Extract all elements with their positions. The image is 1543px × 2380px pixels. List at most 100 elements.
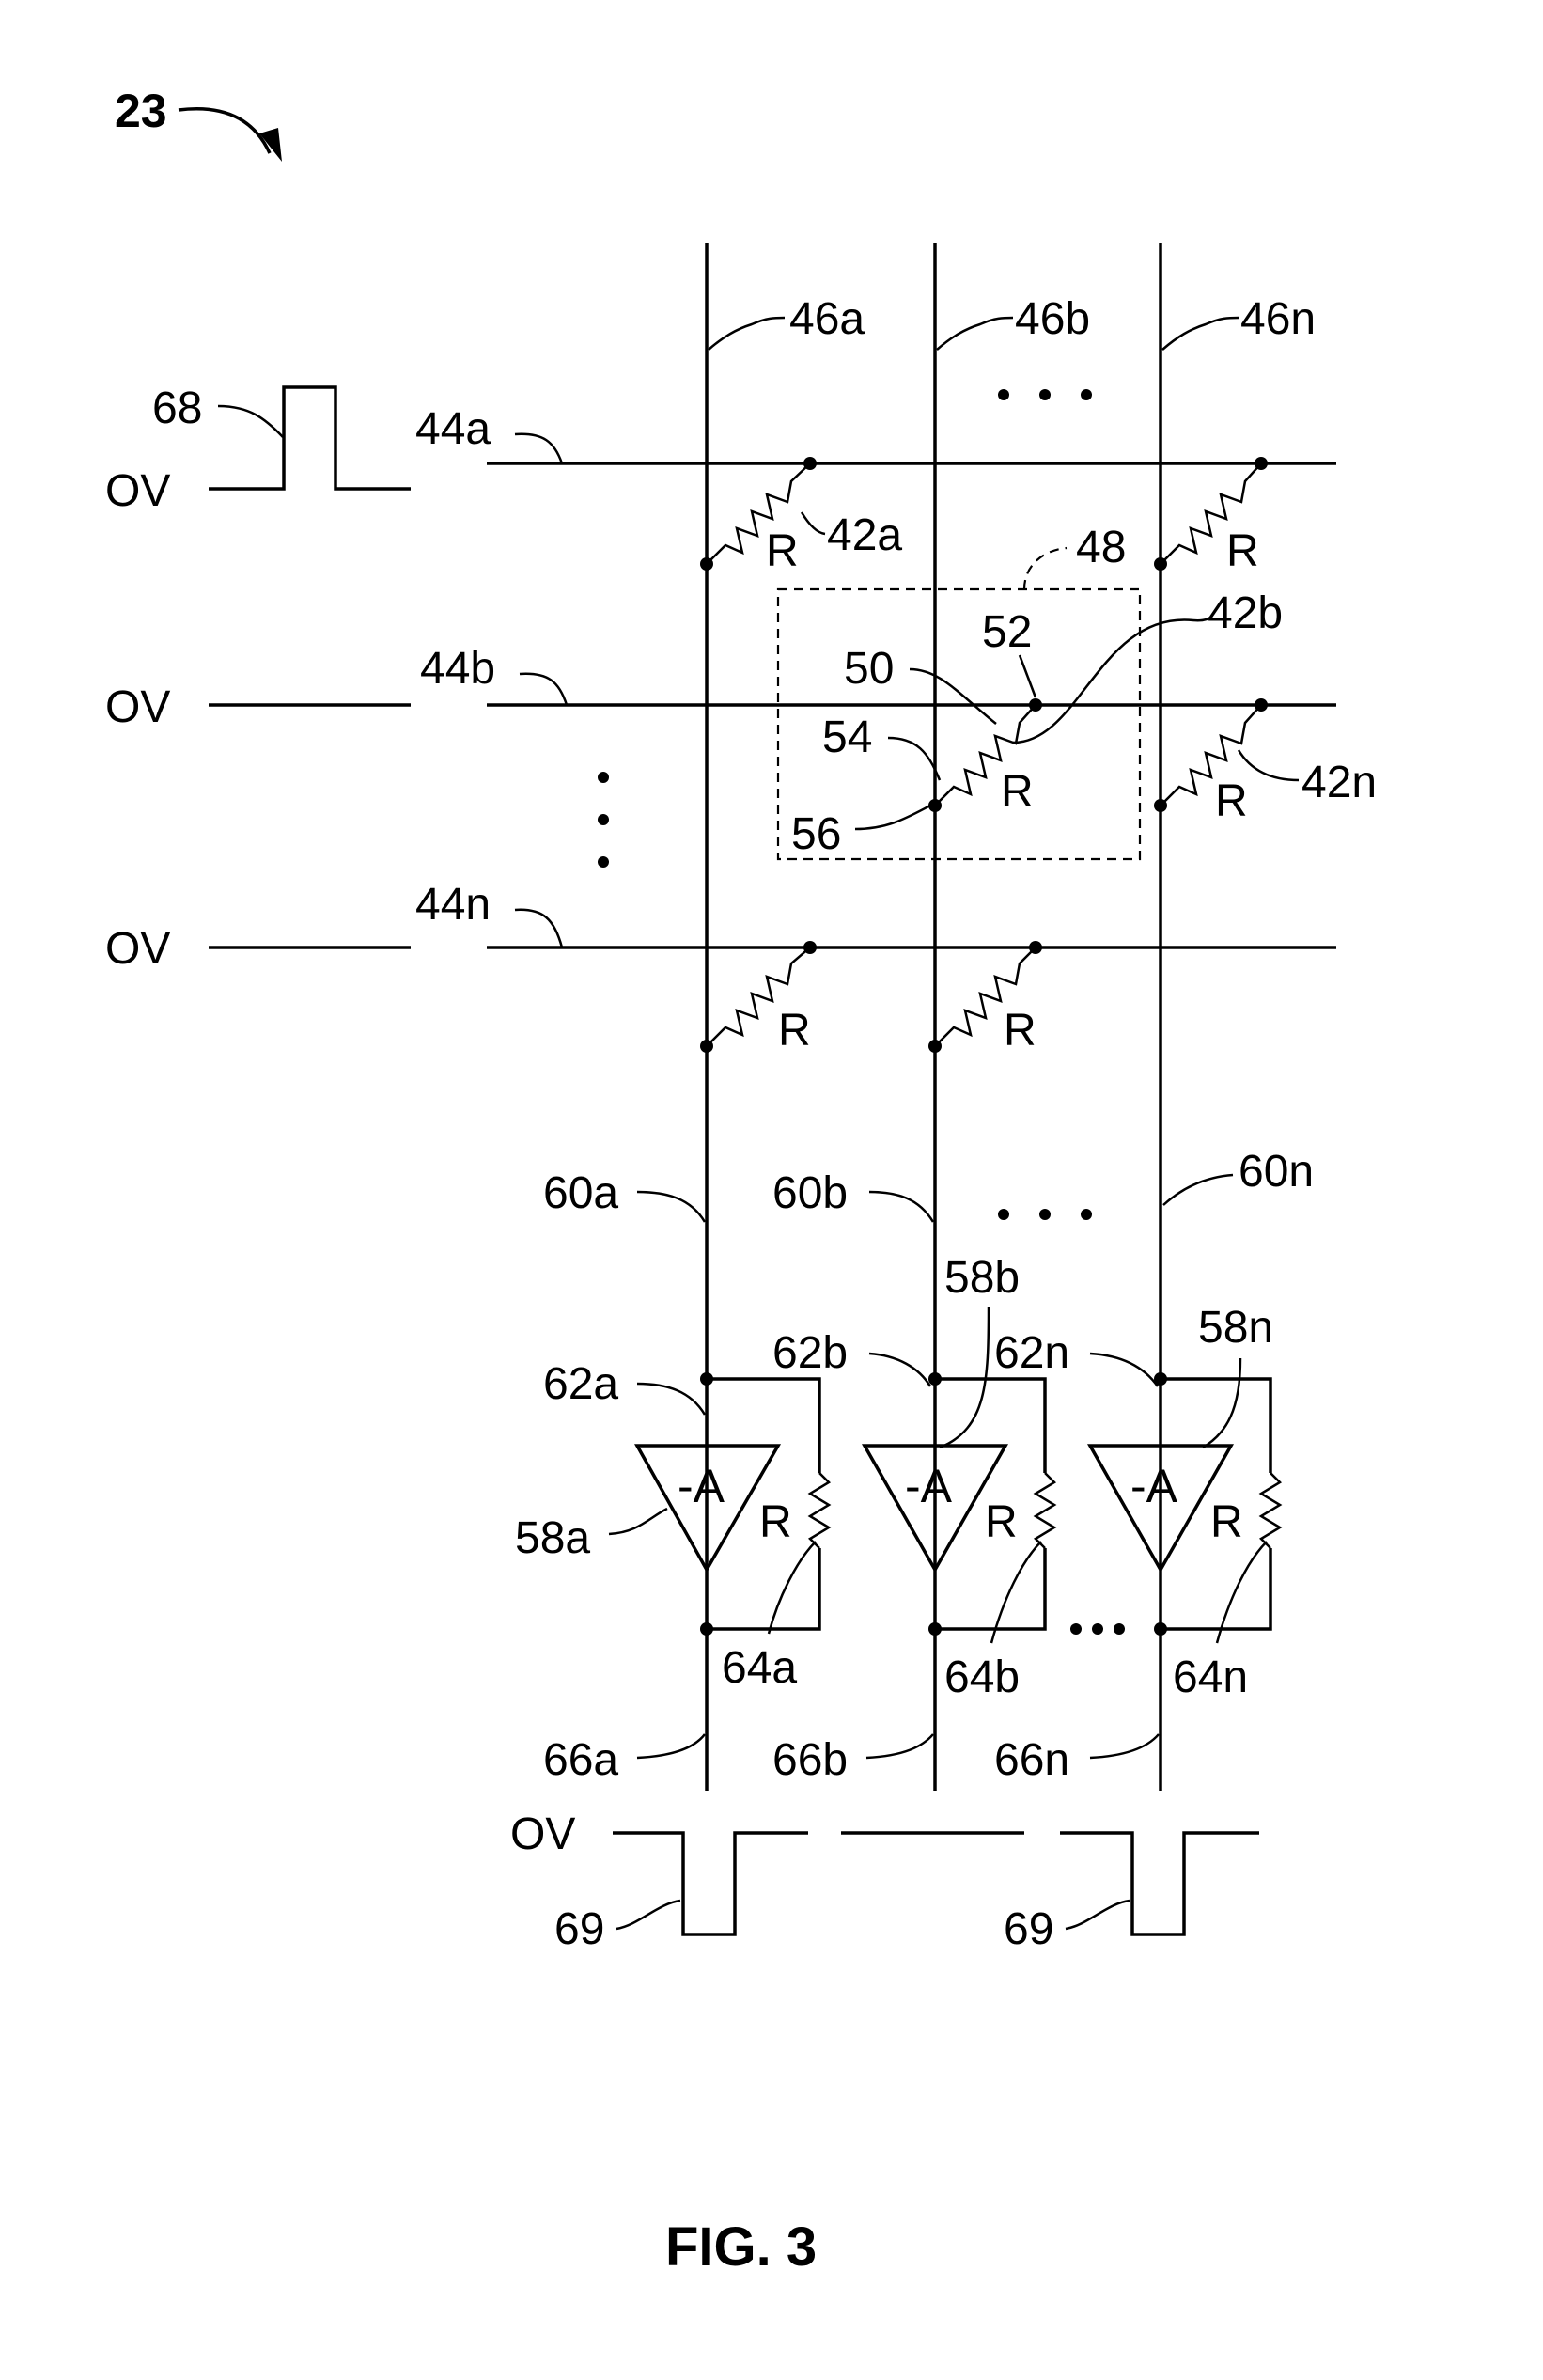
leader-50 xyxy=(910,669,996,724)
leader-62n xyxy=(1090,1354,1158,1386)
column-ellipsis-dot xyxy=(1039,389,1051,400)
stage-ellipsis-dot xyxy=(1092,1623,1103,1635)
input-pulse-68 xyxy=(209,387,411,489)
leader-68 xyxy=(218,406,283,437)
leader-42b xyxy=(1013,616,1212,743)
leader-60a xyxy=(637,1192,705,1222)
resistor-label: R xyxy=(1215,776,1248,826)
label-56: 56 xyxy=(791,809,841,859)
label-46a: 46a xyxy=(789,294,865,344)
voltage-label-row-b: OV xyxy=(105,682,170,732)
row-ellipsis-dot xyxy=(598,772,609,783)
label-62a: 62a xyxy=(543,1359,618,1409)
voltage-label-row-n: OV xyxy=(105,924,170,974)
resistor-label: R xyxy=(1210,1497,1243,1547)
leader-44n xyxy=(515,910,562,947)
leader-48 xyxy=(1024,548,1067,589)
figure-id-arrow xyxy=(179,109,270,153)
feedback-loop-n xyxy=(1161,1379,1270,1473)
amplifier-symbol: -A xyxy=(1130,1460,1178,1512)
column-ellipsis-dot xyxy=(1039,1209,1051,1220)
label-60b: 60b xyxy=(772,1168,848,1218)
leader-56 xyxy=(855,806,930,829)
label-52: 52 xyxy=(982,607,1032,657)
junction-dot xyxy=(1154,1622,1167,1636)
label-68: 68 xyxy=(152,384,202,433)
leader-44a xyxy=(515,434,562,463)
leader-62a xyxy=(637,1384,705,1415)
leader-64a xyxy=(769,1542,816,1634)
figure-caption: FIG. 3 xyxy=(665,2216,817,2278)
resistor-label: R xyxy=(1001,767,1034,817)
leader-54 xyxy=(888,738,940,780)
leader-58n xyxy=(1203,1358,1240,1448)
leader-42a xyxy=(802,512,825,534)
label-62n: 62n xyxy=(994,1328,1069,1378)
resistor-label: R xyxy=(766,526,799,576)
resistor-label: R xyxy=(1004,1006,1036,1056)
label-62b: 62b xyxy=(772,1328,848,1378)
leader-52 xyxy=(1020,655,1036,697)
label-46b: 46b xyxy=(1015,294,1090,344)
label-42b: 42b xyxy=(1208,588,1283,638)
resistor-label: R xyxy=(759,1497,792,1547)
figure-id-label: 23 xyxy=(115,85,167,137)
feedback-resistor-n xyxy=(1261,1473,1280,1548)
label-48: 48 xyxy=(1076,523,1126,572)
feedback-loop-b xyxy=(935,1379,1045,1473)
label-42n: 42n xyxy=(1301,758,1377,807)
column-ellipsis-dot xyxy=(1081,1209,1092,1220)
label-44n: 44n xyxy=(415,880,491,930)
column-ellipsis-dot xyxy=(1081,389,1092,400)
label-50: 50 xyxy=(844,644,894,694)
resistor-label: R xyxy=(778,1006,811,1056)
column-ellipsis-dot xyxy=(998,389,1009,400)
label-66a: 66a xyxy=(543,1735,618,1785)
amplifier-symbol: -A xyxy=(678,1460,725,1512)
leader-58a xyxy=(609,1509,667,1534)
leader-60b xyxy=(869,1192,933,1222)
feedback-loop-b-bottom xyxy=(935,1548,1045,1629)
label-58a: 58a xyxy=(515,1513,590,1563)
leader-46n xyxy=(1162,318,1239,350)
voltage-label-output: OV xyxy=(510,1809,575,1859)
label-54: 54 xyxy=(822,712,872,762)
feedback-resistor-b xyxy=(1036,1473,1054,1548)
leader-58b xyxy=(940,1307,989,1448)
leader-69-n xyxy=(1066,1901,1130,1929)
label-64a: 64a xyxy=(722,1643,797,1693)
label-60a: 60a xyxy=(543,1168,618,1218)
label-64n: 64n xyxy=(1173,1652,1248,1702)
junction-dot xyxy=(928,1622,942,1636)
voltage-label-row-a: OV xyxy=(105,466,170,516)
junction-dot xyxy=(700,1622,713,1636)
column-ellipsis-dot xyxy=(998,1209,1009,1220)
feedback-resistor-a xyxy=(810,1473,829,1548)
leader-66a xyxy=(637,1734,705,1758)
label-64b: 64b xyxy=(944,1652,1020,1702)
amplifier-symbol: -A xyxy=(905,1460,953,1512)
leader-46b xyxy=(937,318,1013,350)
label-69-n: 69 xyxy=(1004,1904,1053,1954)
feedback-loop-n-bottom xyxy=(1161,1548,1270,1629)
label-66b: 66b xyxy=(772,1735,848,1785)
resistor-label: R xyxy=(985,1497,1018,1547)
label-60n: 60n xyxy=(1239,1147,1314,1197)
label-58n: 58n xyxy=(1198,1303,1273,1353)
stage-ellipsis-dot xyxy=(1070,1623,1082,1635)
label-44b: 44b xyxy=(420,644,495,694)
label-58b: 58b xyxy=(944,1253,1020,1303)
leader-69-a xyxy=(616,1901,680,1929)
feedback-loop-a-bottom xyxy=(707,1548,819,1629)
leader-60n xyxy=(1163,1175,1233,1205)
feedback-loop-a xyxy=(707,1379,819,1473)
stage-ellipsis-dot xyxy=(1114,1623,1125,1635)
leader-66b xyxy=(866,1734,933,1758)
leader-44b xyxy=(520,674,567,705)
leader-62b xyxy=(869,1354,930,1386)
label-66n: 66n xyxy=(994,1735,1069,1785)
leader-46a xyxy=(709,318,785,350)
label-46n: 46n xyxy=(1240,294,1316,344)
leader-66n xyxy=(1090,1734,1159,1758)
